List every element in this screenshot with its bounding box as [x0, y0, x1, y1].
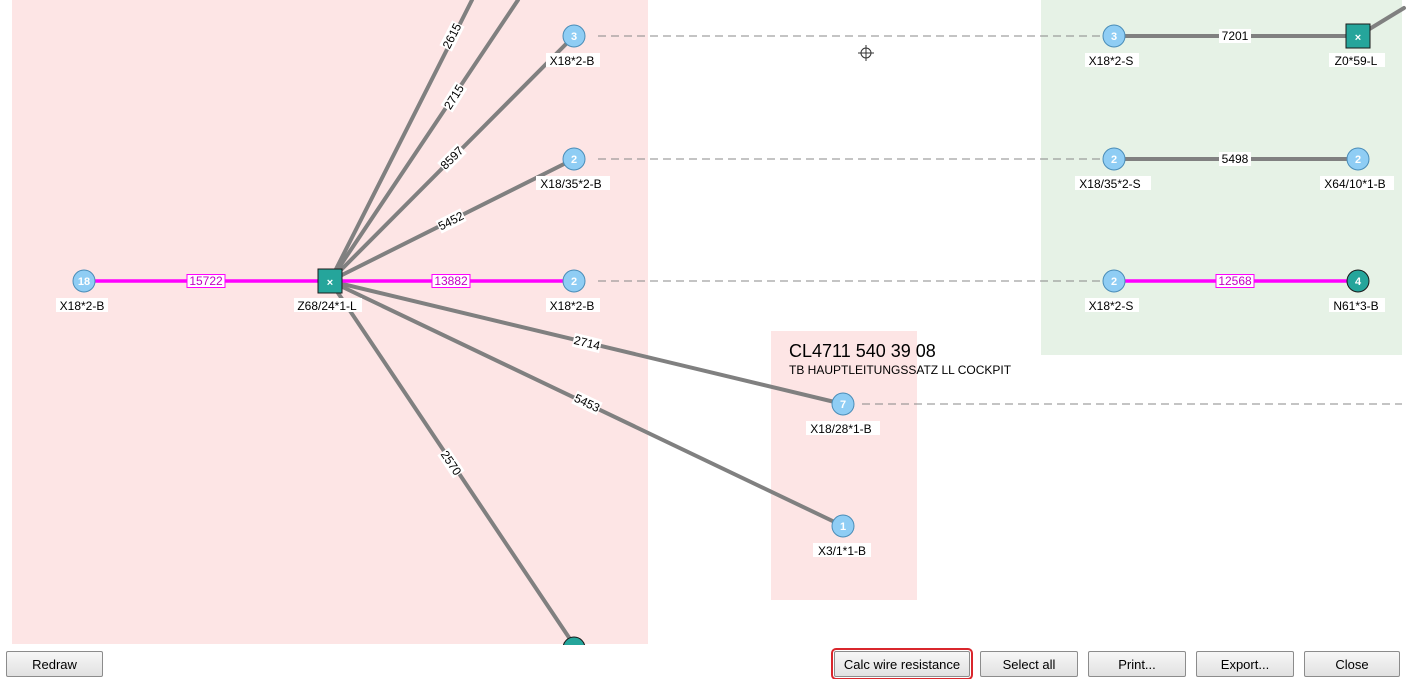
node-row[interactable]: 2 X18*2-B — [546, 269, 600, 313]
close-button[interactable]: Close — [1304, 651, 1400, 677]
node-g-n61[interactable]: 4 N61*3-B — [1329, 269, 1385, 313]
node-top[interactable]: 3 X18*2-B — [546, 24, 600, 68]
wire-label-7201: 7201 — [1222, 29, 1249, 43]
wire-label-2714: 2714 — [572, 333, 602, 353]
node-g-top-label: X18*2-S — [1089, 54, 1134, 68]
node-bottom-partial[interactable] — [562, 636, 586, 645]
node-r1-label: X3/1*1-B — [818, 544, 866, 558]
wire-label-15722: 15722 — [189, 274, 223, 288]
node-g-mid-label: X18/35*2-S — [1079, 177, 1140, 191]
node-g-top-num: 3 — [1111, 31, 1117, 43]
node-r7[interactable]: 7 X18/28*1-B — [806, 392, 880, 436]
crosshair-cursor-icon — [858, 45, 874, 61]
node-g-x64[interactable]: 2 X64/10*1-B — [1320, 147, 1394, 191]
select-all-button[interactable]: Select all — [980, 651, 1078, 677]
node-left[interactable]: 18 X18*2-B — [56, 269, 108, 313]
connector-part-number: CL4711 540 39 08 — [789, 341, 936, 361]
node-g-n61-num: 4 — [1355, 276, 1362, 288]
node-r7-label: X18/28*1-B — [810, 422, 871, 436]
connector-description: TB HAUPTLEITUNGSSATZ LL COCKPIT — [789, 363, 1012, 377]
print-button[interactable]: Print... — [1088, 651, 1186, 677]
node-r1[interactable]: 1 X3/1*1-B — [813, 514, 871, 558]
node-g-top[interactable]: 3 X18*2-S — [1085, 24, 1139, 68]
wire-label-13882: 13882 — [434, 274, 468, 288]
node-r7-num: 7 — [840, 399, 846, 411]
node-g-mid[interactable]: 2 X18/35*2-S — [1075, 147, 1151, 191]
node-row-label: X18*2-B — [550, 299, 595, 313]
node-g-row-num: 2 — [1111, 276, 1117, 288]
wire-label-12568: 12568 — [1218, 274, 1252, 288]
node-center-num: × — [327, 277, 333, 289]
node-center-label: Z68/24*1-L — [297, 299, 357, 313]
node-g-z0-splice[interactable]: × Z0*59-L — [1329, 23, 1385, 68]
node-g-row[interactable]: 2 X18*2-S — [1085, 269, 1139, 313]
redraw-button[interactable]: Redraw — [6, 651, 103, 677]
node-mid-num: 2 — [571, 154, 577, 166]
node-g-z0-label: Z0*59-L — [1335, 54, 1378, 68]
node-g-n61-label: N61*3-B — [1333, 299, 1378, 313]
node-top-num: 3 — [571, 31, 577, 43]
node-g-z0-num: × — [1355, 32, 1361, 44]
node-mid[interactable]: 2 X18/35*2-B — [536, 147, 610, 191]
calc-wire-resistance-button[interactable]: Calc wire resistance — [831, 648, 973, 679]
node-g-x64-num: 2 — [1355, 154, 1361, 166]
node-left-label: X18*2-B — [60, 299, 105, 313]
harness-diagram-canvas[interactable]: 2615 2715 8597 5452 2714 5453 2570 7201 — [0, 0, 1412, 645]
node-g-x64-label: X64/10*1-B — [1324, 177, 1385, 191]
wire-label-5498: 5498 — [1222, 152, 1249, 166]
node-g-mid-num: 2 — [1111, 154, 1117, 166]
zone-left-pink — [12, 0, 648, 644]
node-g-row-label: X18*2-S — [1089, 299, 1134, 313]
export-button[interactable]: Export... — [1196, 651, 1294, 677]
node-center-splice[interactable]: × Z68/24*1-L — [294, 268, 362, 313]
node-mid-label: X18/35*2-B — [540, 177, 601, 191]
wire-2715[interactable] — [328, 0, 520, 283]
node-r1-num: 1 — [840, 521, 846, 533]
dashed-connections — [598, 35, 1402, 405]
node-row-num: 2 — [571, 276, 577, 288]
node-top-label: X18*2-B — [550, 54, 595, 68]
node-left-num: 18 — [78, 276, 90, 288]
